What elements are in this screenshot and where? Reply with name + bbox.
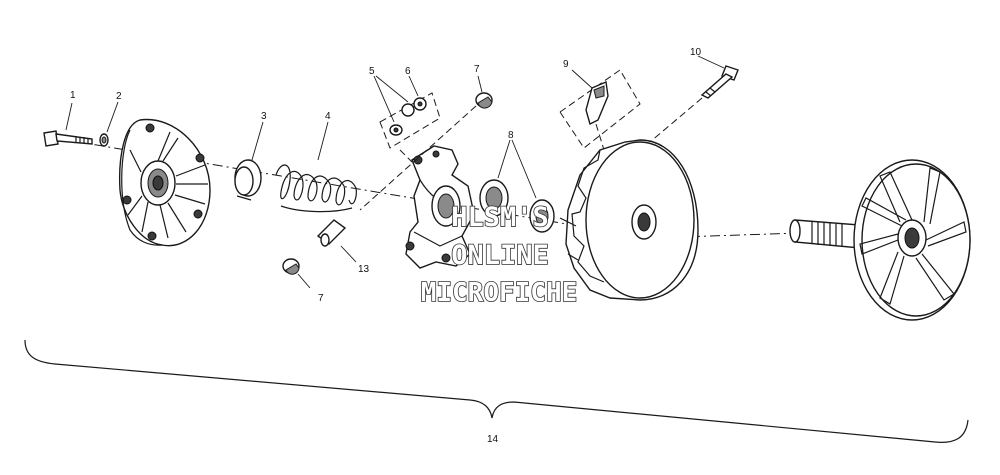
part-4-spring [275,121,357,213]
moveable-sheave [559,139,699,301]
watermark-line-1: HLSM'S [451,202,549,233]
part-8-rollers [479,139,555,233]
part-9-flyweight [559,69,641,151]
callout-7-lower: 7 [318,293,324,304]
part-7-roller-lower [282,258,311,289]
callout-14: 14 [487,434,499,445]
callout-5: 5 [369,66,375,77]
part-7-roller-upper [359,75,493,211]
watermark-line-2: ONLINE [451,240,549,271]
outer-cover [118,118,211,247]
part-3-bushing-ring [234,121,264,201]
callout-6: 6 [405,66,411,77]
callout-9: 9 [563,59,569,70]
parts-5-6-fasteners [373,75,441,163]
part-2-washer [99,101,119,147]
part-13-pin [316,219,357,263]
callout-7-upper: 7 [474,64,480,75]
fixed-sheave-fan [789,159,971,321]
part-10-bolt [649,55,739,143]
watermark-line-3: MICROFICHE [421,278,578,308]
spider-weight-assembly [405,145,475,269]
callout-3: 3 [261,111,267,122]
callout-2: 2 [116,91,122,102]
callout-8: 8 [508,130,514,141]
callout-4: 4 [325,111,331,122]
callout-1: 1 [70,90,76,101]
callout-13: 13 [358,264,370,275]
assembly-bracket [24,339,969,443]
callout-10: 10 [690,47,702,58]
part-1-bolt [43,102,93,147]
